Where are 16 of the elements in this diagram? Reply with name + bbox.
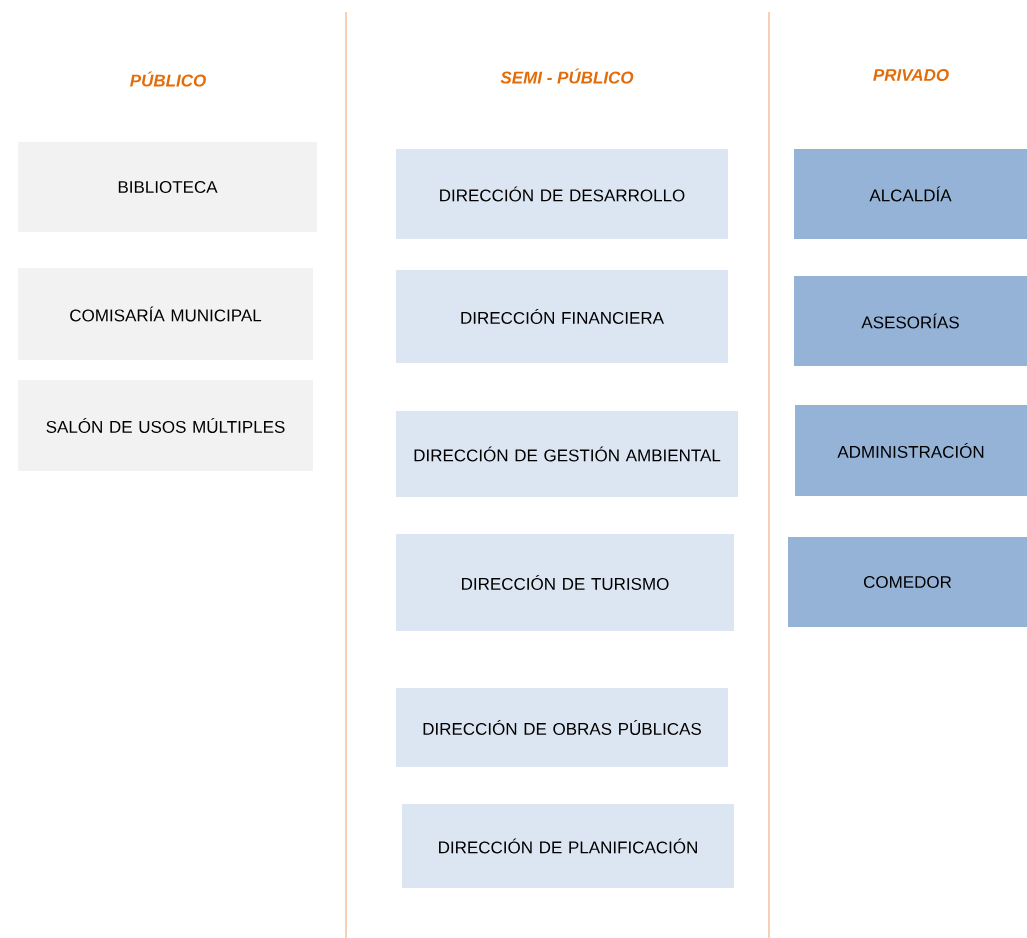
department-box: BIBLIOTECA: [18, 142, 317, 232]
department-box: DIRECCIÓN DE PLANIFICACIÓN: [402, 804, 734, 888]
column-heading: SEMI - PÚBLICO: [500, 68, 634, 84]
department-box: DIRECCIÓN DE OBRAS PÚBLICAS: [396, 688, 728, 767]
department-box: ALCALDÍA: [794, 149, 1027, 239]
department-box: COMISARÍA MUNICIPAL: [18, 268, 313, 360]
department-box: ADMINISTRACIÓN: [795, 405, 1027, 496]
department-box: DIRECCIÓN DE DESARROLLO: [396, 149, 728, 239]
column-heading: PÚBLICO: [130, 71, 206, 87]
department-box: SALÓN DE USOS MÚLTIPLES: [18, 380, 313, 471]
department-box: DIRECCIÓN DE GESTIÓN AMBIENTAL: [396, 411, 738, 497]
department-box: COMEDOR: [788, 537, 1027, 627]
department-box: DIRECCIÓN FINANCIERA: [396, 270, 728, 363]
department-box: ASESORÍAS: [794, 276, 1027, 366]
department-box: DIRECCIÓN DE TURISMO: [396, 534, 734, 631]
column-heading: PRIVADO: [873, 69, 949, 81]
